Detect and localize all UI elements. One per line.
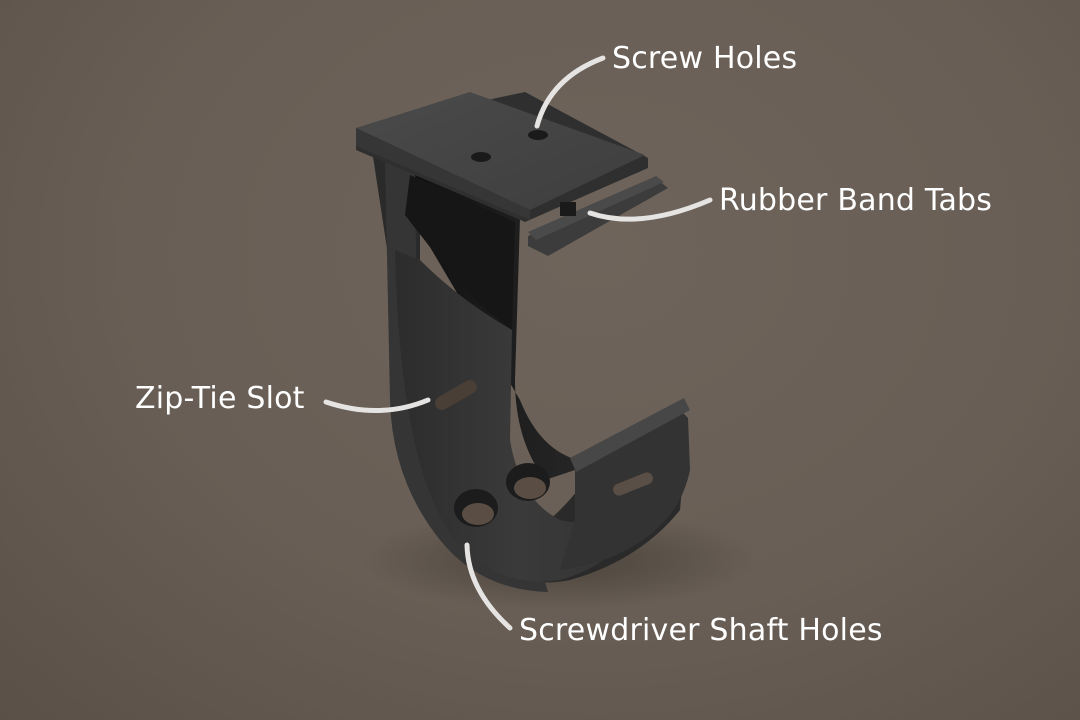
leader-line-screw-holes: [534, 55, 606, 129]
callout-screwdriver-shaft-holes: Screwdriver Shaft Holes: [519, 613, 883, 648]
top-plate-front-edge: [356, 128, 530, 220]
shaft-hole-through: [514, 477, 546, 499]
rubber-band-tab-top: [528, 176, 664, 240]
leader-line-shaft-holes: [464, 542, 513, 631]
screw-hole: [471, 152, 491, 162]
bracket-inner-shadow: [405, 175, 515, 330]
rubber-band-tab: [528, 180, 668, 256]
leader-line-rubber-band-tabs: [587, 197, 713, 222]
cradle-tab: [570, 398, 690, 472]
callout-zip-tie-slot: Zip-Tie Slot: [135, 381, 305, 416]
leader-line-zip-tie-slot: [323, 397, 431, 414]
callout-rubber-band-tabs: Rubber Band Tabs: [719, 183, 993, 218]
screw-hole: [528, 130, 548, 140]
bracket-curved-body: [395, 250, 640, 582]
callout-screw-holes: Screw Holes: [612, 41, 798, 76]
tab-notch: [560, 202, 576, 216]
top-plate: [356, 92, 645, 210]
cradle-slot: [613, 472, 653, 496]
shaft-hole-through: [462, 503, 494, 525]
zip-tie-slot: [435, 380, 477, 410]
